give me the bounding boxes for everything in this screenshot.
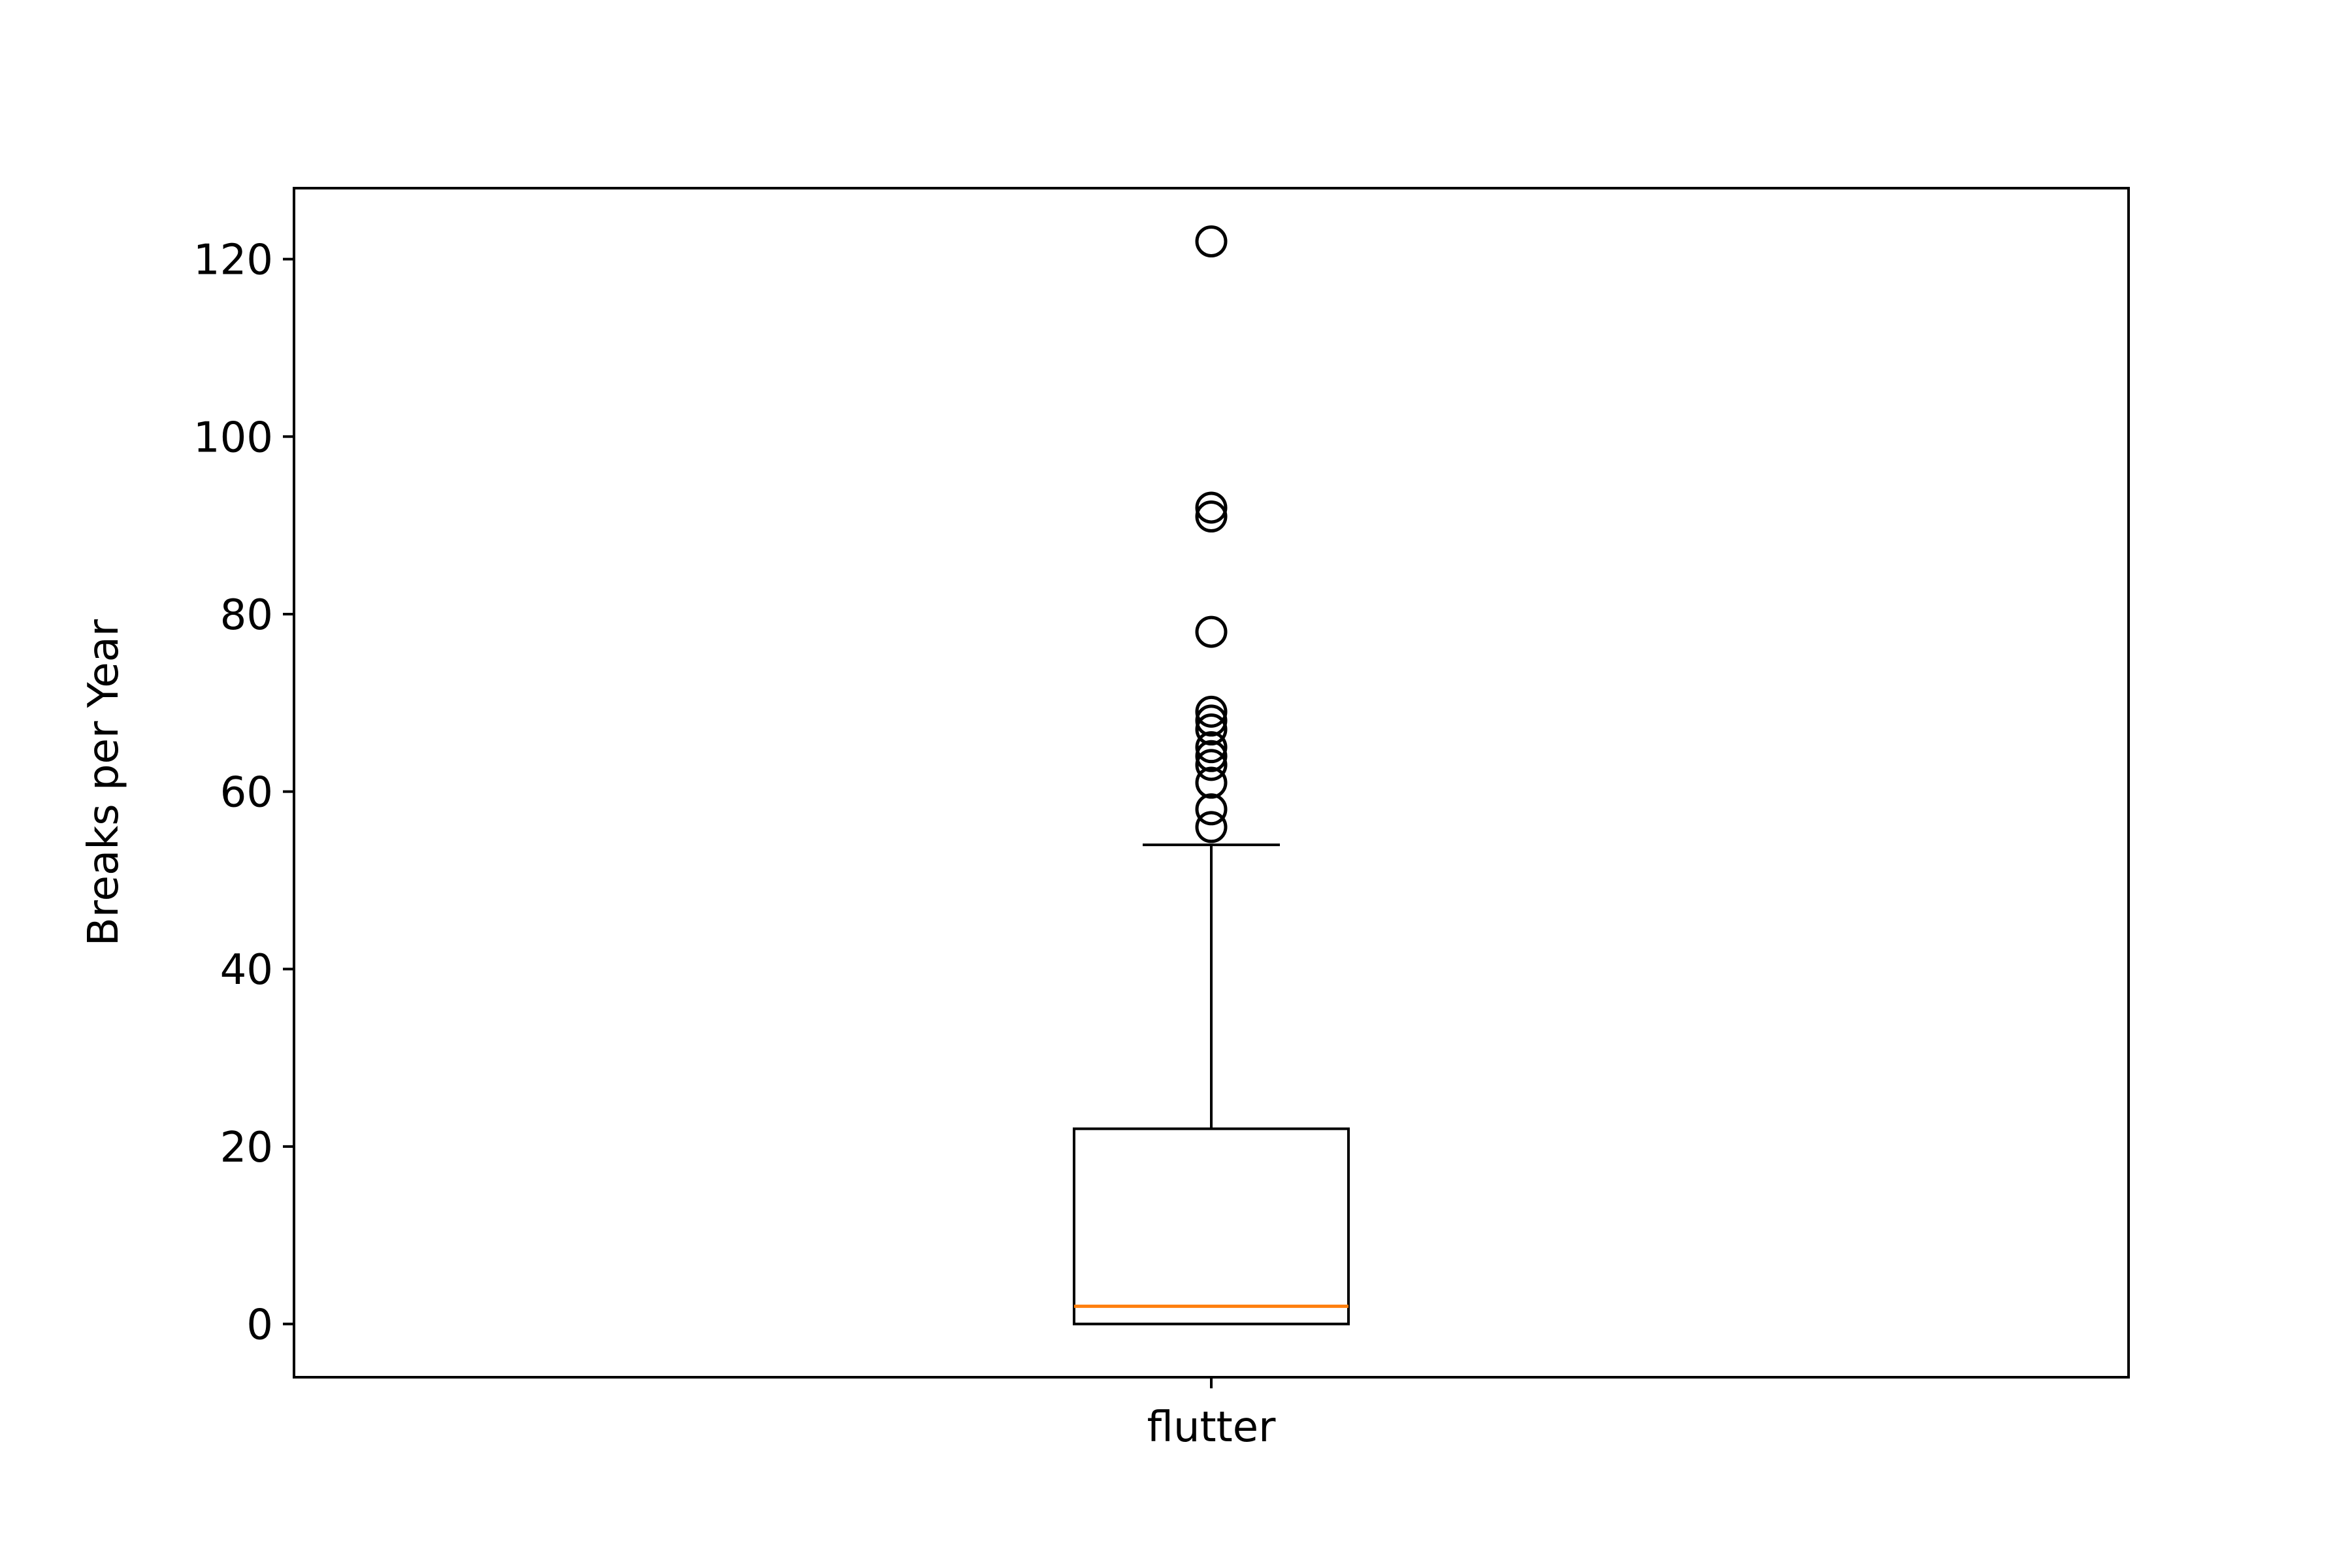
y-tick-label: 20 (220, 1124, 273, 1172)
y-tick-label: 120 (193, 237, 273, 285)
outlier-point (1195, 793, 1228, 826)
y-tick-label: 40 (220, 946, 273, 994)
outlier-point (1195, 749, 1228, 781)
box-iqr (1073, 1127, 1350, 1326)
outlier-point (1195, 704, 1228, 737)
y-tick-label: 80 (220, 591, 273, 640)
outlier-point (1195, 766, 1228, 799)
outlier-point (1195, 491, 1228, 524)
y-axis-label: Breaks per Year (80, 619, 128, 946)
y-ticks: 0 20 40 60 80 100 120 (193, 237, 294, 1350)
outlier-point (1195, 695, 1228, 728)
y-tick-label: 60 (220, 769, 273, 817)
outlier-point (1195, 500, 1228, 533)
plot-frame (293, 187, 2130, 1379)
box-plot (1073, 225, 1350, 1326)
y-tick-label: 100 (193, 414, 273, 462)
outlier-point (1195, 811, 1228, 843)
outlier-point (1195, 731, 1228, 764)
y-tick-label: 0 (246, 1301, 273, 1350)
x-ticks: flutter (1147, 1377, 1276, 1452)
outlier-point (1195, 713, 1228, 746)
outlier-point (1195, 740, 1228, 772)
x-tick-label: flutter (1147, 1403, 1276, 1452)
outlier-point (1195, 615, 1228, 648)
outlier-point (1195, 225, 1228, 257)
